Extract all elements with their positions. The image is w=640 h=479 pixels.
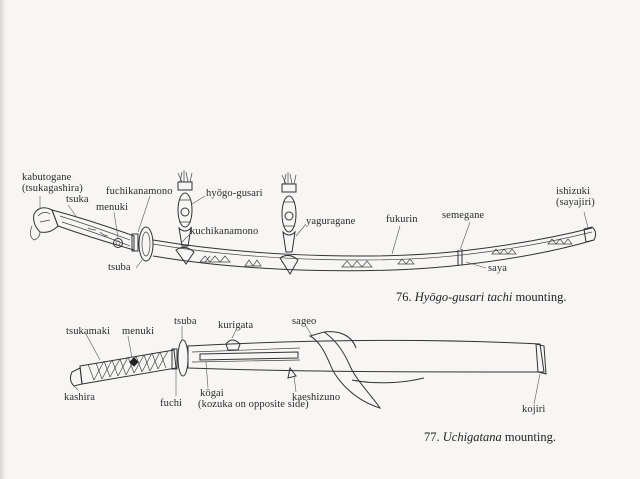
uchigatana-tsukamaki xyxy=(79,349,177,385)
tachi-kabutogane xyxy=(30,207,59,241)
label-sageo: sageo xyxy=(292,316,317,327)
label-kaeshizuno: kaeshizuno xyxy=(292,392,341,403)
label-yaguragane: yaguragane xyxy=(306,216,356,227)
caption-76-rest: mounting. xyxy=(512,290,567,304)
tachi-tsuba xyxy=(138,226,154,262)
uchigatana-saya xyxy=(187,339,547,375)
label-fuchi: fuchi xyxy=(160,398,183,409)
label-kuchikanamono: kuchikanamono xyxy=(190,226,259,237)
label-kurigata: kurigata xyxy=(218,320,254,331)
label-tsukamaki: tsukamaki xyxy=(66,326,111,337)
caption-figure-76: 76. Hyōgo-gusari tachi mounting. xyxy=(396,290,566,304)
label-sayajiri: (sayajiri) xyxy=(556,197,595,208)
label-fukurin: fukurin xyxy=(386,214,418,225)
label-semegane: semegane xyxy=(442,210,485,221)
tachi-ishizuki xyxy=(583,226,597,243)
label-menuki: menuki xyxy=(96,202,129,213)
label-tsuba-76: tsuba xyxy=(108,262,131,273)
label-kojiri: kojiri xyxy=(522,404,546,415)
label-saya: saya xyxy=(488,263,508,274)
label-tsuba-77: tsuba xyxy=(174,316,197,327)
caption-figure-77: 77. Uchigatana mounting. xyxy=(424,430,556,444)
uchigatana-tsuba xyxy=(177,339,189,377)
tachi-fuchikanamono xyxy=(131,233,139,252)
uchigatana-leader-lines xyxy=(73,325,541,405)
tachi-hyogo-gusari-1 xyxy=(175,170,195,265)
tachi-leader-lines xyxy=(39,195,589,269)
tachi-saya-decoration xyxy=(199,238,573,268)
uchigatana-kurigata xyxy=(225,339,241,351)
label-hyogo-gusari: hyōgo-gusari xyxy=(206,188,263,199)
label-fuchikanamono: fuchikanamono xyxy=(106,186,173,197)
label-ishizuki: ishizuki xyxy=(556,186,591,197)
label-tsukagashira: (tsukagashira) xyxy=(22,183,83,194)
caption-77-rest: mounting. xyxy=(501,430,556,444)
caption-77-number: 77. xyxy=(424,430,440,444)
tachi-semegane xyxy=(457,249,463,266)
uchigatana-kogai xyxy=(199,351,299,361)
label-kabutogane: kabutogane xyxy=(22,172,72,183)
label-tsuka: tsuka xyxy=(66,194,89,205)
caption-76-title: Hyōgo-gusari tachi xyxy=(414,290,513,304)
label-kogai: kōgai xyxy=(200,388,224,399)
uchigatana-fuchi xyxy=(171,348,178,370)
uchigatana-kojiri xyxy=(535,343,547,375)
uchigatana-kaeshizuno xyxy=(287,366,297,379)
tachi-saya xyxy=(152,227,595,272)
uchigatana-kashira xyxy=(69,367,83,387)
label-kozuka-note: (kozuka on opposite side) xyxy=(198,399,309,410)
label-menuki-77: menuki xyxy=(122,326,155,337)
caption-76-number: 76. xyxy=(396,290,412,304)
label-kashira: kashira xyxy=(64,392,96,403)
uchigatana-drawing xyxy=(69,325,547,409)
page-gutter-shadow xyxy=(0,0,6,479)
uchigatana-sageo xyxy=(308,331,425,409)
tachi-drawing xyxy=(30,170,597,275)
uchigatana-menuki xyxy=(129,357,139,367)
tachi-tsuka xyxy=(51,209,135,251)
caption-77-title: Uchigatana xyxy=(442,430,502,444)
tachi-hyogo-gusari-2 xyxy=(279,172,299,275)
